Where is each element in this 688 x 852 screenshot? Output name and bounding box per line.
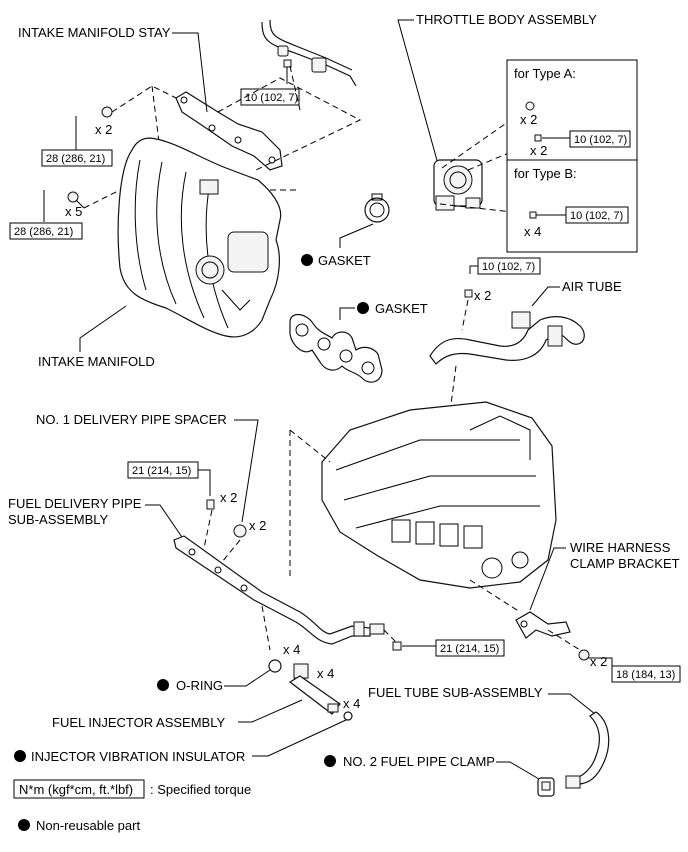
fuel-tube-part: [565, 711, 610, 789]
label-insulator: INJECTOR VIBRATION INSULATOR: [31, 749, 245, 764]
wire-harness-bracket-part: [515, 611, 571, 639]
count-air-tube: x 2: [474, 288, 491, 303]
legend-torque-desc: : Specified torque: [150, 782, 251, 797]
bolt-type-b: [529, 211, 537, 219]
torque-stay-left: 28 (286, 21): [46, 153, 105, 165]
non-reusable-mark-insulator: [14, 750, 26, 762]
legend-torque-box: [13, 779, 145, 799]
legend-non-reusable-mark: [18, 819, 30, 831]
label-gasket-1: GASKET: [318, 253, 371, 268]
label-air-tube: AIR TUBE: [562, 279, 622, 294]
count-type-a-1: x 2: [520, 112, 537, 127]
no2-fuel-pipe-clamp-part: [537, 777, 555, 797]
label-o-ring: O-RING: [176, 678, 223, 693]
o-ring-part: [268, 659, 282, 673]
legend-torque-unit: N*m (kgf*cm, ft.*lbf): [19, 782, 133, 797]
vapor-pipe-part: [261, 19, 357, 87]
torque-wire-harness: 18 (184, 13): [616, 669, 675, 681]
label-type-a: for Type A:: [514, 66, 576, 81]
non-reusable-mark-o-ring: [157, 679, 169, 691]
label-fuel-delivery-pipe-2: SUB-ASSEMBLY: [8, 512, 109, 527]
label-fuel-delivery-pipe-1: FUEL DELIVERY PIPE: [8, 496, 142, 511]
label-intake-manifold: INTAKE MANIFOLD: [38, 354, 155, 369]
label-fuel-tube: FUEL TUBE SUB-ASSEMBLY: [368, 685, 543, 700]
insulator-part: [343, 711, 353, 721]
label-no1-spacer: NO. 1 DELIVERY PIPE SPACER: [36, 412, 227, 427]
engine-block-part: [321, 401, 557, 589]
bolt-fuel-pipe: [392, 641, 402, 651]
label-type-b: for Type B:: [514, 166, 577, 181]
non-reusable-mark-gasket-1: [301, 254, 313, 266]
torque-type-a: 10 (102, 7): [574, 134, 627, 146]
torque-stay-top: 10 (102, 7): [245, 92, 298, 104]
count-delivery-bolt: x 2: [220, 490, 237, 505]
label-wire-harness-2: CLAMP BRACKET: [570, 556, 680, 571]
count-stay-left: x 2: [95, 122, 112, 137]
count-wire-harness: x 2: [590, 654, 607, 669]
intake-manifold-part: [117, 137, 282, 338]
torque-manifold-left: 28 (286, 21): [14, 226, 73, 238]
spacer-part: [233, 524, 247, 538]
label-no2-clamp: NO. 2 FUEL PIPE CLAMP: [343, 754, 495, 769]
air-tube-part: [429, 311, 585, 365]
count-injector: x 4: [317, 666, 334, 681]
count-manifold-left: x 5: [65, 204, 82, 219]
count-insulator: x 4: [343, 696, 360, 711]
fuel-injector-part: [288, 663, 341, 715]
throttle-body-part: [433, 159, 483, 211]
count-spacer: x 2: [249, 518, 266, 533]
torque-air-tube: 10 (102, 7): [482, 261, 535, 273]
bolt-stay-left: [101, 106, 113, 118]
label-wire-harness-1: WIRE HARNESS: [570, 540, 671, 555]
non-reusable-mark-clamp: [324, 755, 336, 767]
manifold-gasket-part: [289, 313, 383, 383]
count-type-b: x 4: [524, 224, 541, 239]
fuel-delivery-pipe-part: [173, 535, 385, 645]
nut-type-a: [525, 101, 535, 111]
non-reusable-mark-gasket-2: [357, 302, 369, 314]
count-o-ring: x 4: [283, 642, 300, 657]
bolt-stay-top: [283, 59, 292, 74]
bolt-delivery-pipe: [206, 499, 215, 510]
torque-delivery-pipe: 21 (214, 15): [132, 465, 191, 477]
torque-fuel-pipe-bolt: 21 (214, 15): [440, 643, 499, 655]
label-gasket-2: GASKET: [375, 301, 428, 316]
bolt-air-tube: [464, 289, 473, 298]
torque-type-b: 10 (102, 7): [570, 210, 623, 222]
nut-wire-harness: [578, 649, 590, 661]
count-type-a-2: x 2: [530, 143, 547, 158]
bolt-manifold-left: [67, 191, 85, 209]
legend-non-reusable: Non-reusable part: [36, 818, 140, 833]
label-throttle-body: THROTTLE BODY ASSEMBLY: [416, 12, 597, 27]
throttle-gasket-part: [364, 193, 390, 223]
label-fuel-injector: FUEL INJECTOR ASSEMBLY: [52, 715, 225, 730]
label-intake-manifold-stay: INTAKE MANIFOLD STAY: [18, 25, 171, 40]
bolt-type-a: [534, 134, 542, 142]
